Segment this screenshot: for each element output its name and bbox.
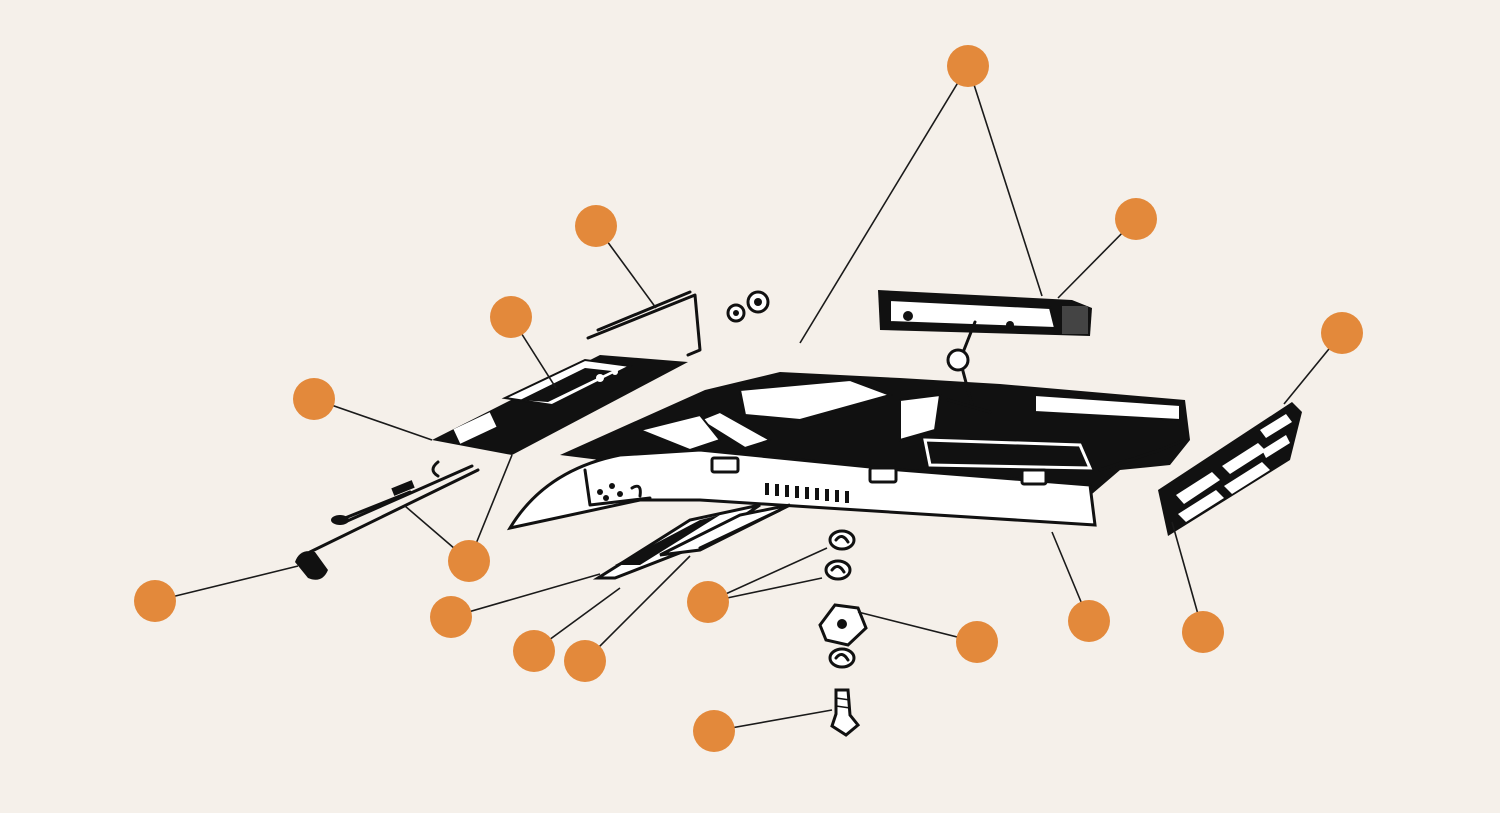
top-washers-part: [726, 290, 770, 323]
hotspot-marker-7[interactable]: [448, 540, 490, 582]
hotspot-marker-11[interactable]: [513, 630, 555, 672]
hotspot-marker-13[interactable]: [956, 621, 998, 663]
left-panel-part: [432, 355, 688, 455]
parts-illustration: [295, 290, 1302, 737]
hotspot-marker-12[interactable]: [564, 640, 606, 682]
top-bracket-part: [878, 290, 1092, 414]
trim-strip-part: [586, 290, 702, 357]
rod-assembly-part: [295, 460, 480, 580]
hotspot-marker-14[interactable]: [1068, 600, 1110, 642]
hotspot-marker-16[interactable]: [693, 710, 735, 752]
slide-rails-part: [592, 503, 791, 580]
hardware-stack-part: [818, 529, 868, 737]
hotspot-marker-5[interactable]: [1321, 312, 1363, 354]
hotspot-marker-9[interactable]: [430, 596, 472, 638]
grille-part: [1158, 402, 1302, 536]
hotspot-marker-6[interactable]: [293, 378, 335, 420]
hotspot-marker-8[interactable]: [134, 580, 176, 622]
vent-slots: [765, 483, 849, 503]
hotspot-marker-2[interactable]: [1115, 198, 1157, 240]
hotspot-marker-3[interactable]: [575, 205, 617, 247]
hotspot-marker-4[interactable]: [490, 296, 532, 338]
hotspots: [134, 45, 1363, 752]
hotspot-marker-10[interactable]: [687, 581, 729, 623]
main-frame-part: [506, 372, 1190, 531]
hotspot-marker-15[interactable]: [1182, 611, 1224, 653]
hotspot-marker-1[interactable]: [947, 45, 989, 87]
